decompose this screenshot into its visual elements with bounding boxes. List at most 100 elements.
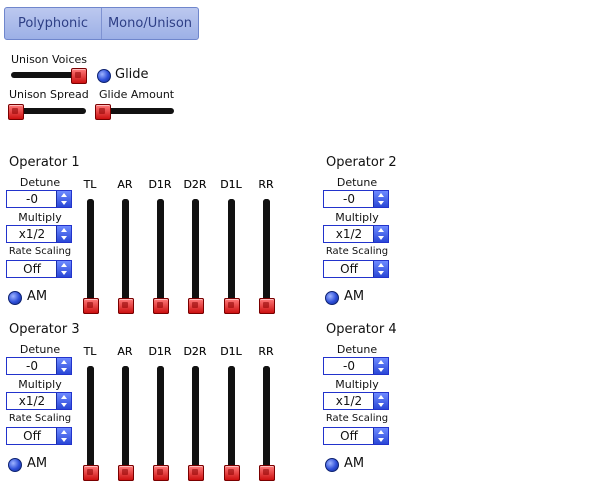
- env-slider-track-rr[interactable]: [263, 366, 270, 479]
- env-slider-track-d1l[interactable]: [228, 199, 235, 312]
- spin-arrows-icon[interactable]: [56, 393, 71, 409]
- multiply-label: Multiply: [18, 378, 62, 391]
- env-slider-track-d1l[interactable]: [228, 366, 235, 479]
- unison-spread-slider-handle[interactable]: [8, 104, 24, 120]
- env-slider-handle-d1r[interactable]: [153, 465, 169, 481]
- multiply-value: x1/2: [335, 394, 363, 408]
- multiply-value: x1/2: [18, 394, 46, 408]
- glide-amount-slider-handle[interactable]: [95, 104, 111, 120]
- spin-arrows-icon[interactable]: [56, 428, 71, 444]
- env-slider-track-ar[interactable]: [122, 366, 129, 479]
- am-label: AM: [27, 456, 48, 471]
- env-label-d1l: D1L: [220, 345, 242, 358]
- env-slider-track-ar[interactable]: [122, 199, 129, 312]
- unison-voices-label: Unison Voices: [11, 53, 88, 66]
- env-slider-handle-ar[interactable]: [118, 465, 134, 481]
- multiply-value: x1/2: [335, 227, 363, 241]
- env-slider-track-d1r[interactable]: [157, 366, 164, 479]
- operator-title: Operator 3: [9, 322, 80, 337]
- multiply-value: x1/2: [18, 227, 46, 241]
- spin-arrows-icon[interactable]: [373, 261, 388, 277]
- rate-scaling-label: Rate Scaling: [8, 413, 72, 424]
- am-label: AM: [344, 289, 365, 304]
- rate-scaling-select[interactable]: Off: [6, 260, 72, 278]
- env-slider-handle-rr[interactable]: [259, 298, 275, 314]
- env-label-rr: RR: [258, 178, 274, 191]
- rate-scaling-select[interactable]: Off: [6, 427, 72, 445]
- env-label-rr: RR: [258, 178, 274, 191]
- spin-arrows-icon[interactable]: [373, 428, 388, 444]
- spin-arrows-icon[interactable]: [56, 261, 71, 277]
- env-label-tl: TL: [83, 178, 97, 191]
- env-slider-handle-d1l[interactable]: [224, 298, 240, 314]
- spin-arrows-icon[interactable]: [373, 191, 388, 207]
- unison-voices-slider-track[interactable]: [11, 72, 86, 78]
- rate-scaling-value: Off: [340, 429, 358, 443]
- env-slider-handle-tl[interactable]: [83, 465, 99, 481]
- spin-arrows-icon[interactable]: [56, 358, 71, 374]
- operator-title: Operator 4: [326, 322, 397, 337]
- detune-value: -0: [343, 359, 355, 373]
- env-slider-track-tl[interactable]: [87, 199, 94, 312]
- env-slider-handle-ar[interactable]: [118, 298, 134, 314]
- detune-select[interactable]: -0: [323, 190, 389, 208]
- detune-value: -0: [26, 359, 38, 373]
- env-slider-track-rr[interactable]: [263, 199, 270, 312]
- unison-spread-slider-track[interactable]: [9, 108, 86, 114]
- multiply-select[interactable]: x1/2: [323, 225, 389, 243]
- detune-select[interactable]: -0: [6, 357, 72, 375]
- operator-title: Operator 2: [326, 155, 397, 170]
- env-slider-track-d2r[interactable]: [192, 199, 199, 312]
- rate-scaling-value: Off: [23, 429, 41, 443]
- spin-arrows-icon[interactable]: [373, 226, 388, 242]
- am-toggle[interactable]: [325, 458, 339, 472]
- spin-arrows-icon[interactable]: [56, 191, 71, 207]
- glide-toggle[interactable]: [97, 69, 111, 83]
- unison-spread-label: Unison Spread: [9, 88, 89, 101]
- env-label-d1l: D1L: [220, 178, 242, 191]
- env-label-d1l: D1L: [220, 345, 242, 358]
- spin-arrows-icon[interactable]: [373, 358, 388, 374]
- env-slider-handle-d1l[interactable]: [224, 465, 240, 481]
- env-slider-track-tl[interactable]: [87, 366, 94, 479]
- env-label-tl: TL: [83, 178, 97, 191]
- env-slider-handle-d1r[interactable]: [153, 298, 169, 314]
- env-slider-handle-d2r[interactable]: [188, 298, 204, 314]
- multiply-select[interactable]: x1/2: [6, 225, 72, 243]
- am-toggle[interactable]: [8, 458, 22, 472]
- env-slider-track-d1r[interactable]: [157, 199, 164, 312]
- env-slider-track-d2r[interactable]: [192, 366, 199, 479]
- rate-scaling-label: Rate Scaling: [325, 413, 389, 424]
- multiply-label: Multiply: [18, 211, 62, 224]
- am-toggle[interactable]: [8, 291, 22, 305]
- am-label: AM: [344, 456, 365, 471]
- glide-amount-slider-track[interactable]: [96, 108, 174, 114]
- unison-voices-slider-handle[interactable]: [71, 68, 87, 84]
- env-label-ar: AR: [117, 178, 133, 191]
- multiply-select[interactable]: x1/2: [6, 392, 72, 410]
- am-toggle[interactable]: [325, 291, 339, 305]
- detune-value: -0: [26, 192, 38, 206]
- rate-scaling-select[interactable]: Off: [323, 427, 389, 445]
- env-label-rr: RR: [258, 345, 274, 358]
- env-slider-handle-rr[interactable]: [259, 465, 275, 481]
- mono-unison-button[interactable]: Mono/Unison: [101, 8, 198, 39]
- env-label-d1r: D1R: [148, 345, 172, 358]
- rate-scaling-label: Rate Scaling: [325, 246, 389, 257]
- glide-amount-label: Glide Amount: [99, 88, 175, 101]
- operator-title: Operator 1: [9, 155, 80, 170]
- rate-scaling-select[interactable]: Off: [323, 260, 389, 278]
- multiply-select[interactable]: x1/2: [323, 392, 389, 410]
- env-label-d2r: D2R: [183, 178, 207, 191]
- detune-select[interactable]: -0: [6, 190, 72, 208]
- detune-select[interactable]: -0: [323, 357, 389, 375]
- env-label-d2r: D2R: [183, 178, 207, 191]
- spin-arrows-icon[interactable]: [373, 393, 388, 409]
- env-slider-handle-tl[interactable]: [83, 298, 99, 314]
- env-slider-handle-d2r[interactable]: [188, 465, 204, 481]
- spin-arrows-icon[interactable]: [56, 226, 71, 242]
- detune-label: Detune: [336, 343, 378, 356]
- polyphonic-button[interactable]: Polyphonic: [17, 16, 89, 31]
